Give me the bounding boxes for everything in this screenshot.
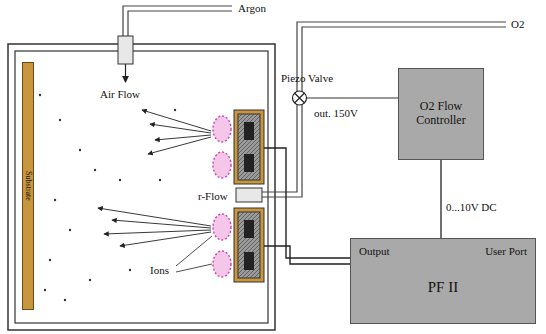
argon-pipe bbox=[123, 6, 232, 36]
signal-wire bbox=[440, 160, 441, 238]
gas-label: O2 bbox=[511, 18, 524, 31]
r-flow-inlet bbox=[236, 188, 262, 202]
magnetron bbox=[234, 110, 264, 184]
argon-inlet bbox=[118, 36, 133, 64]
box-label: O2 Flow Controller bbox=[405, 100, 477, 128]
o2-pipe bbox=[262, 22, 506, 197]
flow-label: Air Flow bbox=[100, 88, 140, 101]
particle bbox=[39, 94, 176, 301]
valve-wire bbox=[307, 97, 399, 98]
plate-label: Substrate bbox=[23, 171, 32, 201]
substrate-plate: Substrate bbox=[22, 62, 34, 310]
box-label: Output bbox=[359, 245, 390, 258]
piezo-valve bbox=[295, 93, 305, 103]
voltage-label: out. 150V bbox=[314, 107, 358, 120]
power-wire bbox=[264, 148, 350, 264]
box-label: User Port bbox=[485, 245, 527, 258]
argon-arrow bbox=[125, 64, 126, 82]
air-flow-arrow bbox=[98, 110, 211, 246]
flow-label: r-Flow bbox=[198, 190, 228, 203]
chamber-wall bbox=[8, 44, 275, 330]
valve-label: Piezo Valve bbox=[281, 72, 333, 85]
device-name: PF II bbox=[351, 279, 535, 296]
chamber-wall bbox=[15, 51, 268, 323]
ions-label: Ions bbox=[150, 264, 169, 277]
leader-line bbox=[176, 236, 212, 272]
power-supply-box: Output User Port PF II bbox=[350, 238, 536, 324]
piezo-valve bbox=[293, 91, 307, 105]
magnetron bbox=[234, 208, 264, 282]
edge-label: 0...10V DC bbox=[446, 201, 497, 214]
flow-controller-box: O2 Flow Controller bbox=[398, 68, 484, 160]
gas-label: Argon bbox=[238, 2, 266, 15]
